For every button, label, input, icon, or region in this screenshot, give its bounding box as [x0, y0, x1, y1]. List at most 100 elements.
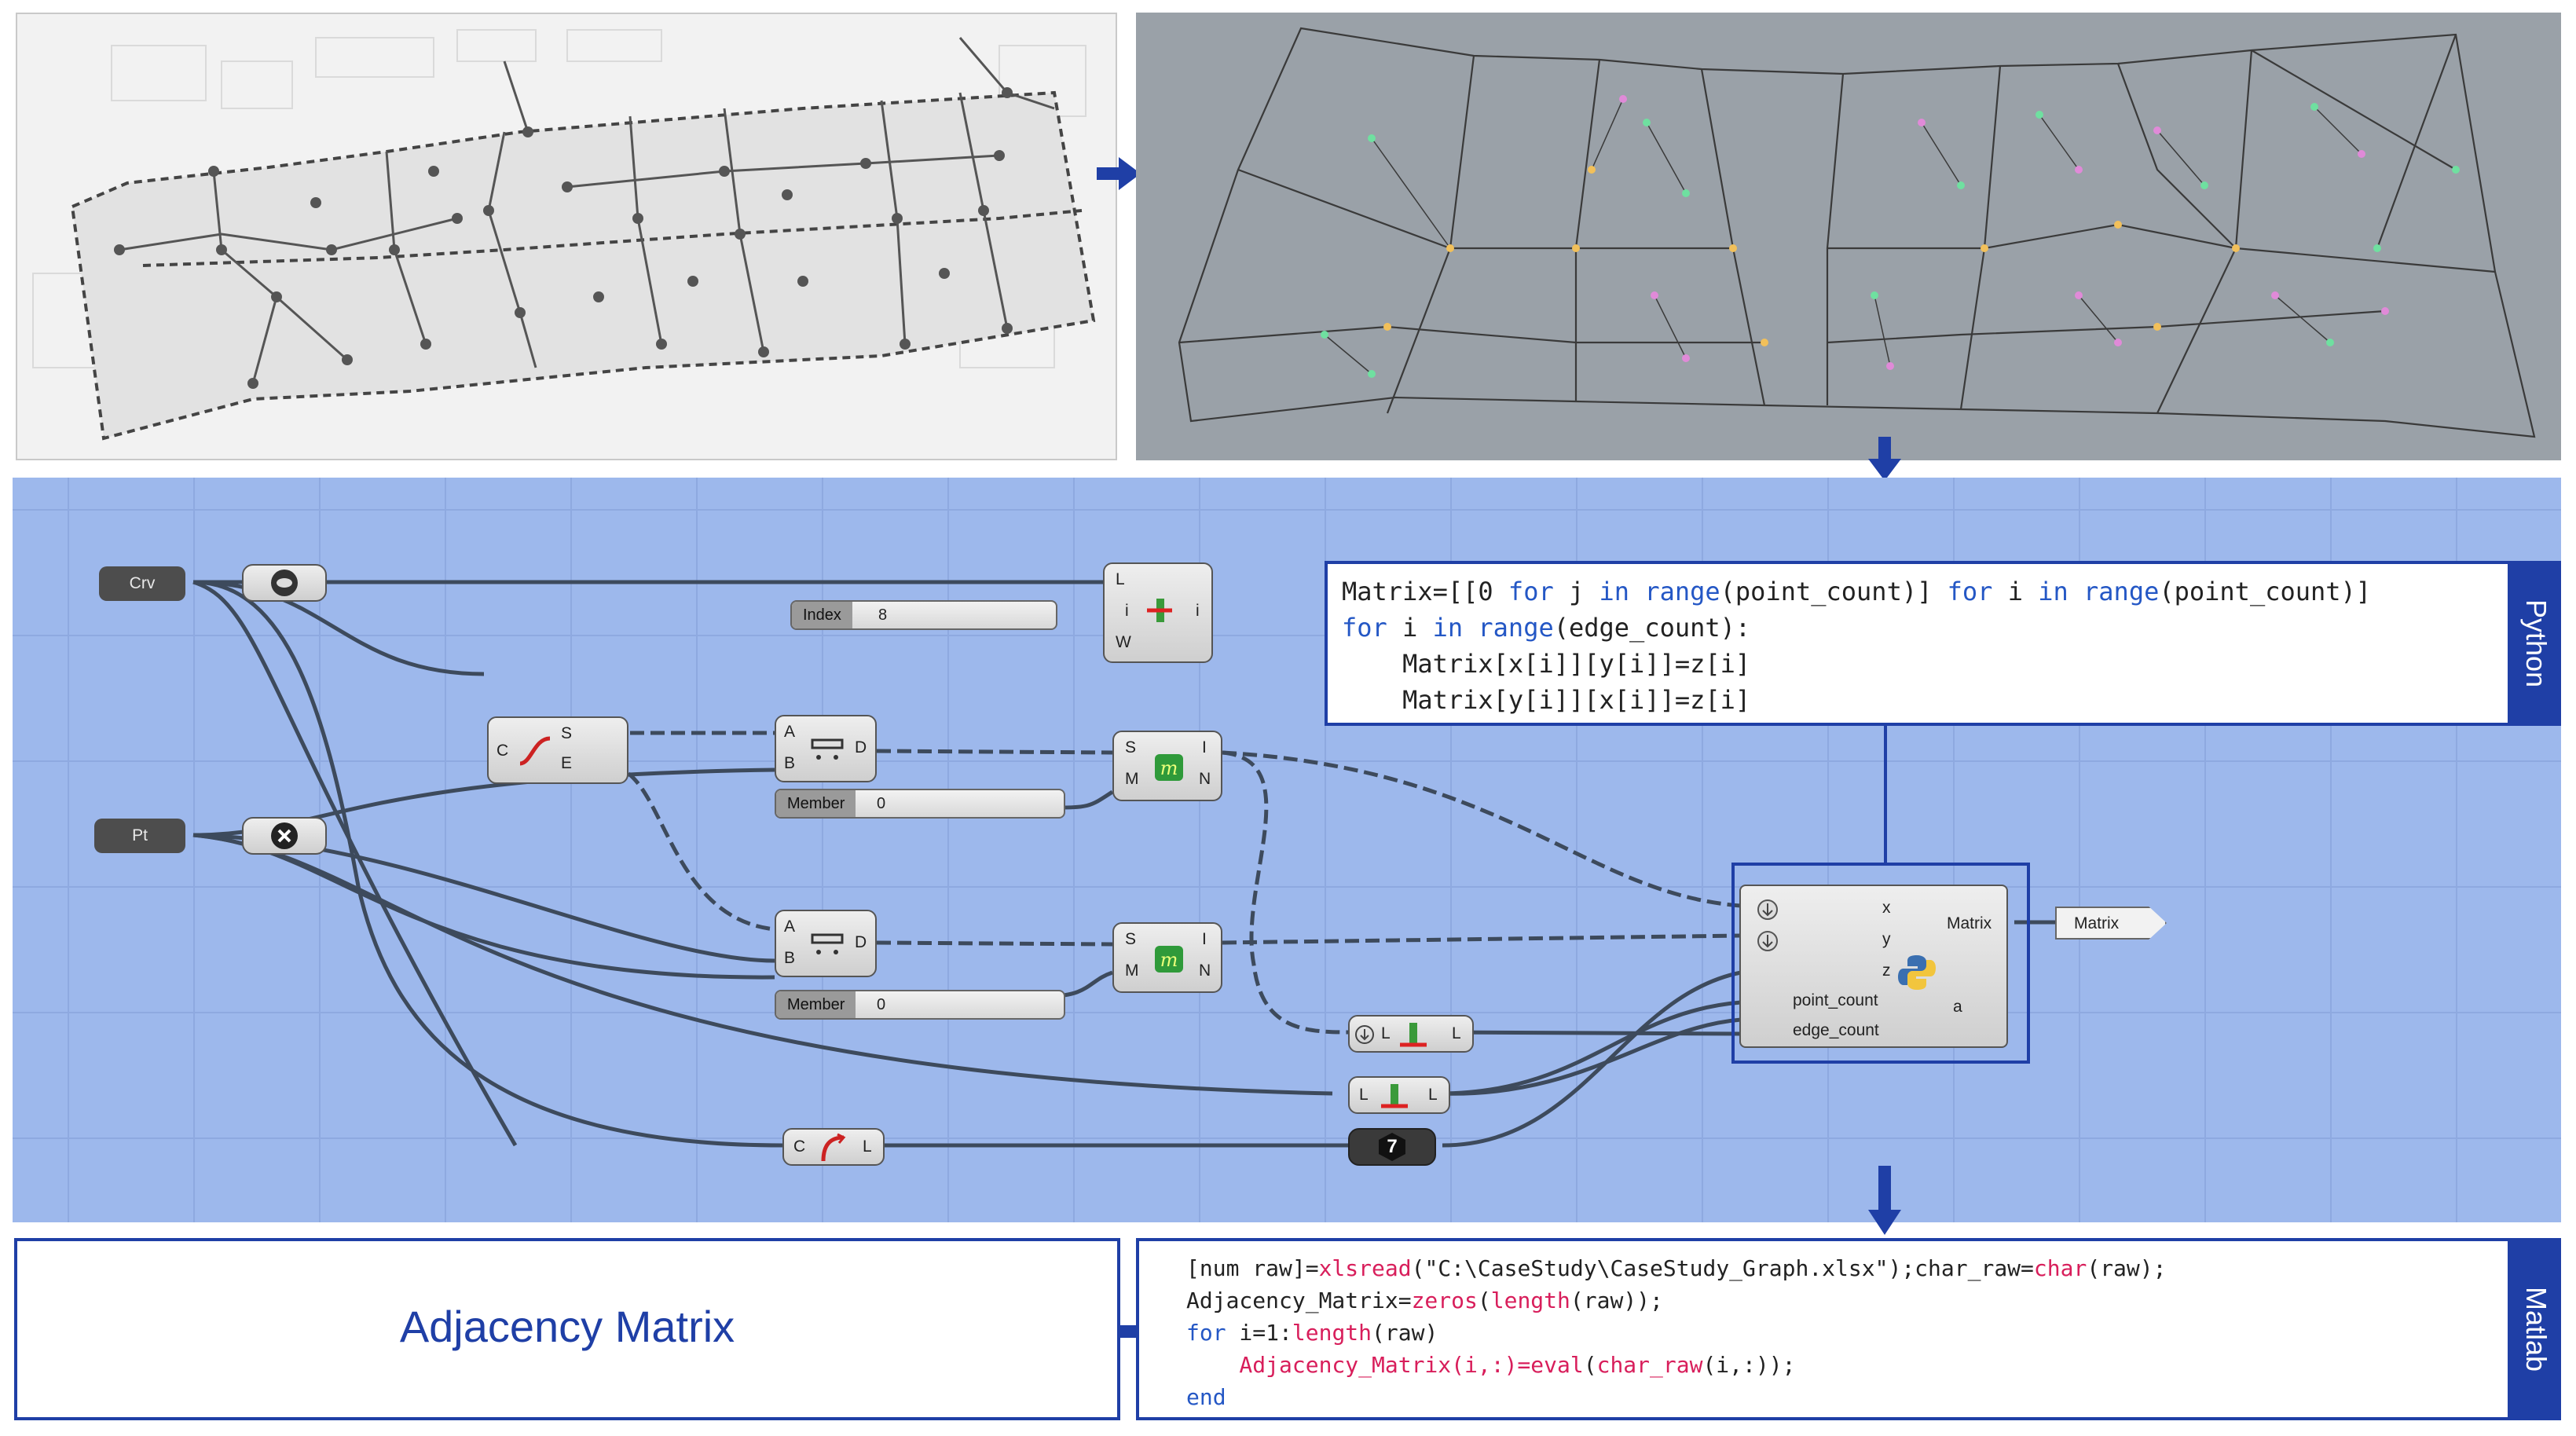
output-port[interactable]: D — [855, 738, 867, 756]
flatten-icon — [271, 570, 298, 596]
matrix-output-param[interactable]: Matrix — [2055, 907, 2167, 940]
graft-component[interactable] — [242, 817, 327, 855]
crv-param[interactable]: Crv — [99, 566, 185, 601]
input-port[interactable]: L — [1359, 1086, 1369, 1104]
list-length-icon — [1381, 1084, 1408, 1108]
slider-label: Member — [776, 790, 856, 817]
input-port[interactable]: point_count — [1793, 991, 1878, 1009]
arrow-right-icon — [1097, 157, 1141, 190]
slider-value: 0 — [877, 795, 886, 812]
slider-label: Member — [776, 991, 856, 1018]
output-port[interactable]: L — [863, 1137, 872, 1156]
output-port[interactable]: L — [1428, 1086, 1438, 1104]
code-token: Matrix[y[i]][x[i]]=z[i] — [1342, 685, 1751, 715]
code-token: char — [2033, 1255, 2087, 1281]
index-slider[interactable]: Index 8 — [790, 600, 1057, 630]
arrow-down-icon — [1868, 437, 1901, 481]
shift-list-component[interactable]: L i W i — [1103, 562, 1213, 663]
output-port[interactable]: N — [1199, 770, 1211, 788]
graph-viewport-panel — [1136, 13, 2561, 460]
output-port[interactable]: Matrix — [1947, 914, 1992, 932]
output-port[interactable]: i — [1196, 602, 1200, 620]
closest-point-component-b[interactable]: A B D — [775, 910, 877, 977]
code-token: i=1: — [1226, 1320, 1292, 1346]
input-port[interactable]: y — [1882, 930, 1891, 948]
curve-length-component[interactable]: C L — [782, 1128, 885, 1166]
list-length-component-b[interactable]: L L — [1348, 1076, 1450, 1114]
code-token: (raw); — [2087, 1255, 2167, 1281]
code-token: range — [1644, 577, 1720, 606]
output-port[interactable]: I — [1202, 930, 1207, 948]
python-code-line: for i in range(edge_count): — [1342, 610, 2371, 646]
member-index-icon: m — [1155, 754, 1183, 781]
site-map-graph — [32, 29, 1096, 441]
code-token: zeros — [1411, 1288, 1478, 1313]
flatten-component[interactable] — [242, 564, 327, 602]
matlab-code-line: [num raw]=xlsread("C:\CaseStudy\CaseStud… — [1186, 1252, 2167, 1284]
code-token: in — [2038, 577, 2068, 606]
python-script-component[interactable]: x y z point_count edge_count Matrix a — [1739, 885, 2008, 1048]
closest-point-component-a[interactable]: A B D — [775, 715, 877, 782]
matlab-code-line: end — [1186, 1381, 2167, 1413]
input-port[interactable]: B — [784, 949, 796, 967]
code-token: range — [1478, 613, 1554, 643]
input-port[interactable]: M — [1125, 962, 1139, 980]
graph-network — [1178, 27, 2536, 438]
input-port[interactable]: M — [1125, 770, 1139, 788]
code-token: [num raw]= — [1186, 1255, 1319, 1281]
output-port[interactable]: L — [1452, 1024, 1461, 1042]
member-index-component-b[interactable]: S M I N m — [1112, 922, 1222, 993]
graft-icon — [1757, 931, 1778, 951]
code-token: i — [1992, 577, 2039, 606]
code-token: ("C:\CaseStudy\CaseStudy_Graph.xlsx");ch… — [1411, 1255, 2034, 1281]
code-token: for — [1947, 577, 1993, 606]
output-port[interactable]: N — [1199, 962, 1211, 980]
output-port[interactable]: I — [1202, 738, 1207, 756]
input-port[interactable]: edge_count — [1793, 1021, 1879, 1039]
code-token: ( — [1583, 1352, 1597, 1378]
code-token — [1629, 577, 1644, 606]
list-length-component-a[interactable]: L L — [1348, 1015, 1474, 1053]
code-token: j — [1553, 577, 1599, 606]
input-port[interactable]: x — [1882, 899, 1891, 917]
output-port[interactable]: D — [855, 933, 867, 951]
input-port[interactable]: A — [784, 918, 796, 936]
input-port[interactable]: S — [1125, 930, 1137, 948]
output-port[interactable]: E — [561, 754, 573, 772]
slider-value: 0 — [877, 996, 886, 1013]
pt-param[interactable]: Pt — [94, 819, 185, 853]
close-icon — [271, 822, 298, 849]
input-port[interactable]: L — [1381, 1024, 1391, 1042]
code-token: end — [1186, 1384, 1226, 1410]
list-length-icon — [1400, 1023, 1427, 1047]
code-token: length — [1292, 1320, 1372, 1346]
input-port[interactable]: A — [784, 723, 796, 741]
input-port[interactable]: L — [1116, 570, 1125, 588]
code-token: eval — [1530, 1352, 1584, 1378]
input-port[interactable]: z — [1882, 962, 1891, 980]
code-token: (raw)); — [1570, 1288, 1663, 1313]
code-token: (raw) — [1372, 1320, 1438, 1346]
matlab-tab-label: Matlab — [2520, 1286, 2552, 1372]
input-port[interactable]: W — [1116, 633, 1131, 651]
python-code-box: Matrix=[[0 for j in range(point_count)] … — [1325, 561, 2511, 726]
member-slider-a[interactable]: Member 0 — [775, 789, 1065, 819]
code-token — [2068, 577, 2083, 606]
code-token: (point_count)] — [2159, 577, 2372, 606]
panel-value: 7 — [1387, 1136, 1398, 1157]
output-port[interactable]: S — [561, 724, 573, 742]
input-port[interactable]: C — [497, 742, 509, 760]
code-token: in — [1599, 577, 1630, 606]
output-port[interactable]: a — [1953, 998, 1962, 1016]
code-token: range — [2083, 577, 2160, 606]
member-slider-b[interactable]: Member 0 — [775, 990, 1065, 1020]
endpoints-component[interactable]: C S E — [487, 716, 628, 784]
python-tab: Python — [2511, 561, 2561, 726]
python-code-line: Matrix=[[0 for j in range(point_count)] … — [1342, 573, 2371, 610]
input-port[interactable]: B — [784, 754, 796, 772]
number-panel[interactable]: 7 — [1348, 1128, 1436, 1166]
input-port[interactable]: i — [1125, 602, 1129, 620]
input-port[interactable]: S — [1125, 738, 1137, 756]
input-port[interactable]: C — [793, 1137, 806, 1156]
member-index-component-a[interactable]: S M I N m — [1112, 731, 1222, 801]
